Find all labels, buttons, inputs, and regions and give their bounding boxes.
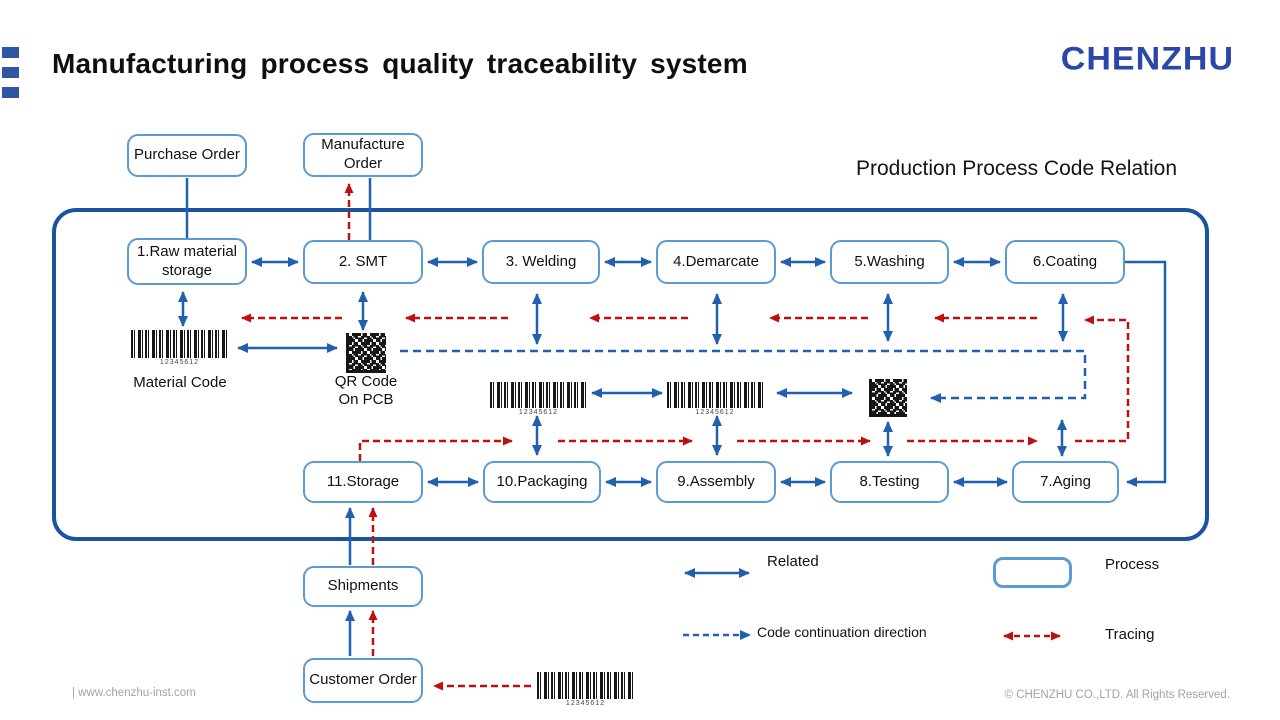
brand-bars-icon (2, 47, 19, 58)
qr-code-label: QR Code On PCB (330, 373, 402, 409)
process-qr-code (869, 379, 907, 417)
node-label: 7.Aging (1040, 472, 1091, 490)
qr-code-label-line2: On PCB (338, 391, 394, 408)
node-packaging: 10.Packaging (483, 461, 601, 503)
process-barcode-2: 12345612 (667, 382, 763, 417)
chenzhu-logo: CHENZHU (1060, 40, 1234, 78)
legend-tracing-label: Tracing (1105, 626, 1155, 643)
legend-process-label: Process (1105, 556, 1160, 573)
brand-bars-icon (2, 67, 19, 78)
node-label: Customer Order (309, 671, 417, 689)
node-shipments: Shipments (303, 566, 423, 607)
node-label: 5.Washing (854, 252, 925, 270)
process-barcode-1: 12345612 (490, 382, 587, 417)
page-title: Manufacturing process quality traceabili… (52, 48, 748, 79)
node-testing: 8.Testing (830, 461, 949, 503)
node-label: 11.Storage (326, 472, 400, 490)
node-raw-material-storage: 1.Raw material storage (127, 238, 247, 285)
node-label: 10.Packaging (496, 472, 588, 490)
diagram-subtitle: Production Process Code Relation (856, 157, 1178, 180)
legend-code-continuation-label: Code continuation direction (757, 624, 927, 640)
customer-order-barcode: 12345612 (537, 672, 634, 708)
barcode-number: 12345612 (695, 409, 735, 416)
node-label: Purchase Order (134, 146, 240, 164)
barcode-bars (131, 330, 228, 358)
node-label: 3. Welding (505, 252, 577, 270)
node-label: Manufacture Order (321, 136, 405, 172)
node-demarcate: 4.Demarcate (656, 240, 776, 284)
node-purchase-order: Purchase Order (127, 134, 247, 177)
barcode-bars (667, 382, 763, 408)
qr-code-label-line1: QR Code (334, 373, 398, 390)
node-manufacture-order: Manufacture Order (303, 133, 423, 177)
barcode-number: 12345612 (159, 359, 200, 366)
legend-related-label: Related (767, 553, 819, 570)
node-assembly: 9.Assembly (656, 461, 776, 503)
node-label: 1.Raw material storage (136, 242, 238, 279)
barcode-bars (490, 382, 587, 408)
node-label: 4.Demarcate (673, 252, 759, 270)
legend-process-box (993, 557, 1072, 588)
node-smt: 2. SMT (303, 240, 423, 284)
node-customer-order: Customer Order (303, 658, 423, 703)
footer-website: | www.chenzhu-inst.com (72, 687, 196, 699)
qr-code-on-pcb (346, 333, 386, 373)
node-aging: 7.Aging (1012, 461, 1119, 503)
brand-bars-icon (2, 87, 19, 98)
barcode-number: 12345612 (518, 409, 559, 416)
node-label: 8.Testing (859, 472, 920, 490)
node-label: 6.Coating (1032, 252, 1098, 270)
process-container-frame (52, 208, 1209, 541)
material-code-label: Material Code (133, 374, 227, 391)
node-label: 9.Assembly (677, 472, 755, 490)
node-storage: 11.Storage (303, 461, 423, 503)
node-coating: 6.Coating (1005, 240, 1125, 284)
node-welding: 3. Welding (482, 240, 600, 284)
barcode-number: 12345612 (565, 700, 606, 707)
barcode-bars (537, 672, 634, 699)
node-label: 2. SMT (338, 252, 388, 270)
node-label: Shipments (327, 577, 399, 595)
footer-copyright: © CHENZHU CO.,LTD. All Rights Reserved. (1004, 689, 1230, 701)
node-washing: 5.Washing (830, 240, 949, 284)
material-code-barcode: 12345612 (131, 330, 228, 367)
